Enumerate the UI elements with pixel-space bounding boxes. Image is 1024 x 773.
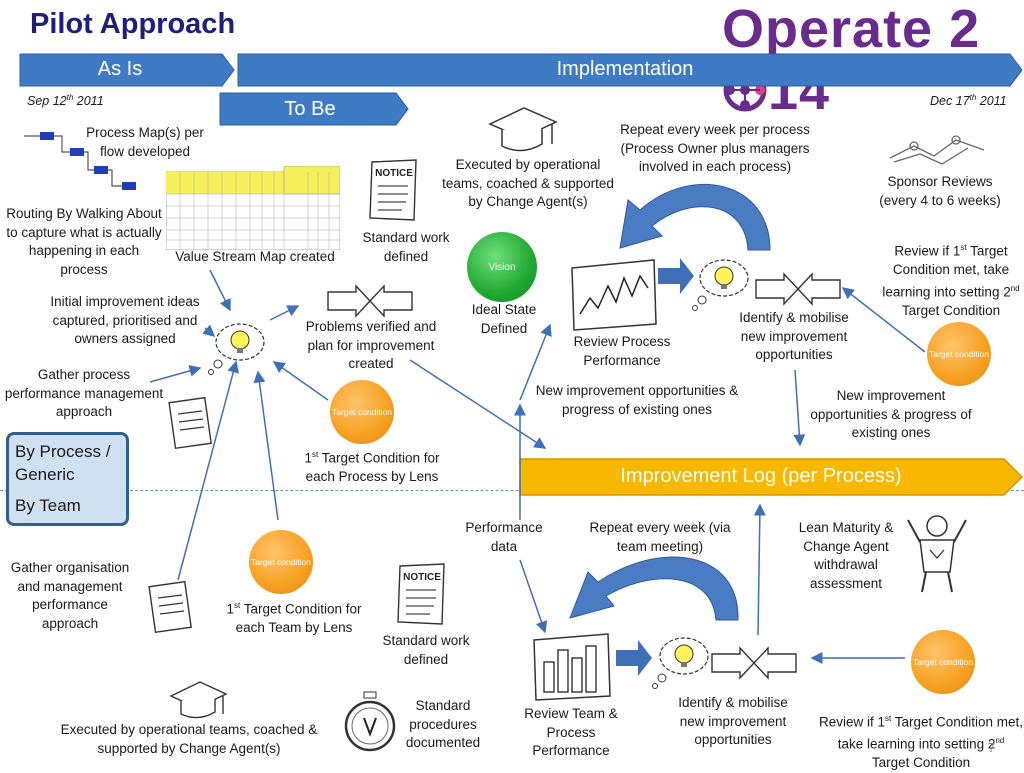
page-number: 7 [988,740,996,755]
lean-maturity-label: Lean Maturity & Change Agent withdrawal … [798,520,894,591]
notepad-icon [168,396,212,450]
standard-procedures-label: Standard procedures documented [405,698,481,750]
executed-top-label: Executed by operational teams, coached &… [442,157,614,209]
converging-arrows-icon [327,284,413,318]
review-to-identify-arrow-bottom [616,640,652,676]
converging-arrows-icon-top-right [755,272,841,306]
idea-lightbulb-icon [208,323,265,375]
end-date: Dec 17th 2011 [930,93,1007,109]
repeat-cycle-arrow-bottom [569,556,739,621]
converging-arrows-icon-bottom [711,646,797,680]
notice-document-icon: NOTICE [369,159,417,221]
gather-org-label: Gather organisation and management perfo… [10,560,130,631]
review-team-perf-label: Review Team & Process Performance [524,706,618,758]
target-condition-badge-team: Target condition [249,530,313,594]
performance-data-label: Performance data [465,520,543,554]
review-if-bottom-label: Review if 1st Target Condition met, take… [818,714,1024,770]
target-condition-badge-top-right: Target condition [927,322,991,386]
first-tc-process-label: 1st Target Condition for each Process by… [304,450,440,484]
stopwatch-icon [344,691,396,752]
legend-box: By Process / Generic By Team [6,432,129,526]
review-process-perf-label: Review Process Performance [573,334,671,368]
new-opps-mid-label: New improvement opportunities & progress… [535,383,739,417]
sponsor-reviews-icon [889,135,985,165]
process-team-divider [0,490,1024,491]
vsm-label: Value Stream Map created [175,249,335,264]
initial-ideas-label: Initial improvement ideas captured, prio… [50,294,200,346]
ideal-state-label: Ideal State Defined [471,302,537,336]
repeat-week-bottom-label: Repeat every week (via team meeting) [589,520,731,554]
as-is-label: As Is [97,58,143,80]
notepad-icon-bottom [148,580,192,634]
legend-team: By Team [15,496,81,515]
graduation-cap-icon-bottom [169,681,228,719]
as-is-arrow [19,53,235,87]
to-be-label: To Be [284,98,336,120]
process-map-label: Process Map(s) per flow developed [86,125,204,159]
legend-process-line1: By Process / [15,442,111,461]
new-opps-right-label: New improvement opportunities & progress… [810,388,972,440]
review-if-top-label: Review if 1st Target Condition met, take… [882,243,1020,318]
std-work-top-label: Standard work defined [362,230,450,264]
std-work-bottom-label: Standard work defined [382,633,470,667]
superhero-icon [907,515,967,593]
to-be-arrow [219,92,409,126]
performance-chart-icon [571,259,657,331]
first-tc-team-label: 1st Target Condition for each Team by Le… [226,601,362,635]
problems-verified-label: Problems verified and plan for improveme… [305,319,437,371]
idea-lightbulb-icon-bottom [652,637,709,689]
graduation-cap-icon [488,107,558,152]
sponsor-reviews-label: Sponsor Reviews (every 4 to 6 weeks) [879,174,1001,208]
identify-bottom-label: Identify & mobilise new improvement oppo… [678,695,788,747]
idea-lightbulb-icon-top-right [692,259,749,311]
team-performance-chart-icon [533,633,611,701]
notice-word: NOTICE [375,168,413,179]
improvement-log-label: Improvement Log (per Process) [620,465,902,487]
value-stream-map-table [166,166,340,250]
notice-word-bottom: NOTICE [403,572,441,583]
legend-process-line2: Generic [15,465,75,484]
review-to-identify-arrow-top [658,258,694,294]
implementation-label: Implementation [556,58,694,80]
start-date: Sep 12th 2011 [27,93,104,109]
repeat-week-top-label: Repeat every week per process (Process O… [620,122,810,174]
target-condition-badge-bottom-right: Target condition [911,630,975,694]
identify-top-label: Identify & mobilise new improvement oppo… [739,310,849,362]
implementation-arrow [237,53,1023,87]
logo-text-prefix: Operate 2 [722,0,981,59]
routing-label: Routing By Walking About to capture what… [6,206,162,277]
phase-arrows [19,53,1023,126]
executed-bottom-label: Executed by operational teams, coached &… [60,722,318,756]
repeat-cycle-arrow-top [619,183,771,251]
vision-badge: Vision [467,232,537,302]
page-title: Pilot Approach [30,8,236,40]
notice-document-icon-bottom: NOTICE [397,563,445,625]
gather-process-label: Gather process performance management ap… [4,367,164,419]
target-condition-badge-process: Target condition [330,380,394,444]
process-map-icon [24,132,136,190]
